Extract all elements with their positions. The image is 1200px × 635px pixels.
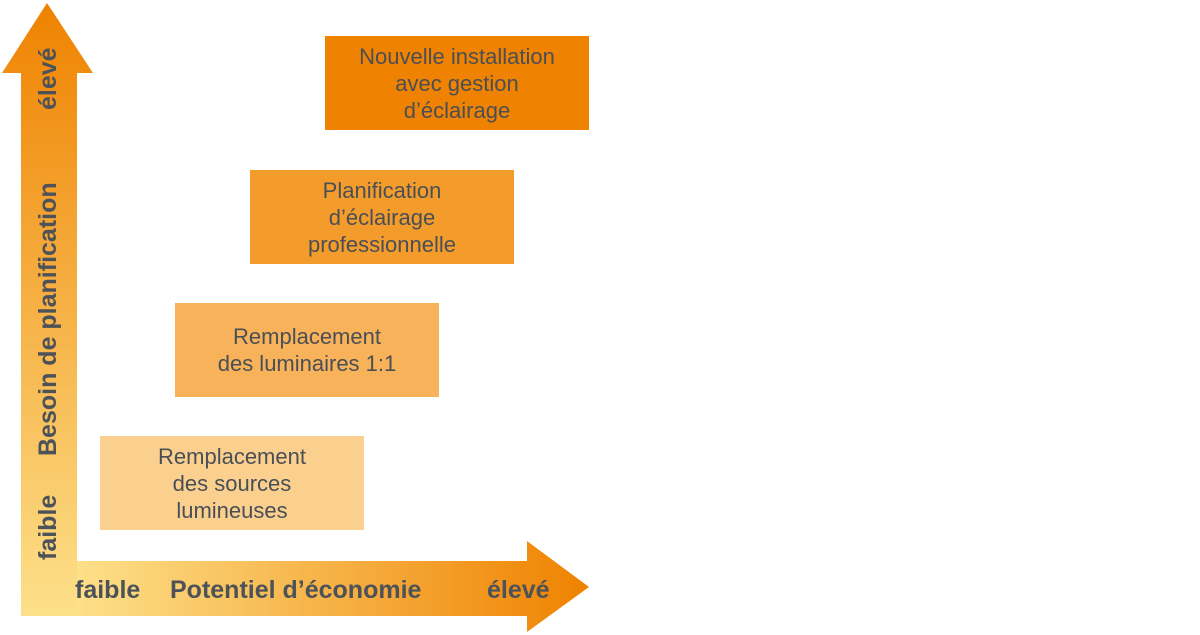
x-axis-label: Potentiel d’économie <box>170 576 422 604</box>
y-axis-high: élevé <box>34 47 62 110</box>
x-axis-arrow <box>77 541 589 632</box>
step-3-box: Planification d’éclairage professionnell… <box>250 170 514 264</box>
step-1-box: Remplacement des sources lumineuses <box>100 436 364 530</box>
x-axis-low: faible <box>75 576 140 604</box>
y-axis-label: Besoin de planification <box>34 182 62 456</box>
step-4-box: Nouvelle installation avec gestion d’écl… <box>325 36 589 130</box>
x-axis-high: élevé <box>487 576 550 604</box>
y-axis-arrow <box>2 3 93 616</box>
step-2-box: Remplacement des luminaires 1:1 <box>175 303 439 397</box>
y-axis-low: faible <box>34 495 62 560</box>
